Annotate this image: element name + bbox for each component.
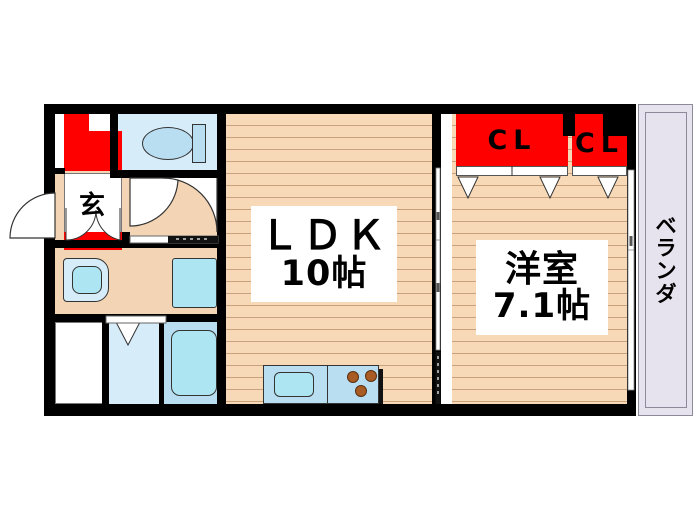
bedroom-label-size: 7.1帖 (492, 285, 592, 326)
wall-wc-left (110, 114, 118, 178)
closet-cl-right-ext (572, 131, 627, 166)
kitchen-sink (274, 372, 314, 397)
genkan-label: 玄 (72, 186, 112, 221)
stove-burner-3 (355, 385, 367, 397)
toilet-tank (192, 124, 206, 163)
kitchen-divider (327, 366, 328, 403)
bedroom-label-name: 洋室 (504, 248, 579, 290)
wall-top (44, 104, 636, 114)
veranda-label-char-2: ラ (655, 236, 677, 261)
wall-closet-right-top (603, 114, 627, 136)
wall-bottom (44, 404, 636, 416)
wall-wc-bottom (118, 170, 225, 178)
wash-basin-bowl (72, 266, 102, 294)
counter-shadow (379, 369, 383, 404)
ldk-label-size: 10帖 (280, 253, 368, 294)
wall-left (44, 104, 55, 416)
storage-closet (55, 322, 104, 404)
veranda-label: ベ ラ ン ダ (645, 185, 687, 335)
wall-storage-div (102, 322, 109, 404)
wall-genkan-top (55, 168, 65, 174)
stove-burner-2 (365, 370, 377, 382)
genkan-label-text: 玄 (78, 190, 105, 221)
closet-door-strip-right (572, 166, 627, 176)
washing-machine-pan (172, 258, 217, 308)
ldk-label-name: ＬＤＫ (259, 212, 389, 259)
ldk-label: ＬＤＫ 10帖 (251, 206, 397, 302)
wall-bath-div (159, 322, 164, 404)
wall-hall-mid (122, 232, 130, 248)
wall-closet-gap (563, 114, 575, 136)
toilet-bowl (142, 127, 194, 160)
stove-burner-1 (347, 371, 359, 383)
veranda-label-char-1: ベ (655, 213, 677, 238)
veranda-label-char-3: ン (655, 259, 677, 283)
wall-hall-washroom (55, 240, 225, 248)
veranda-inner (645, 112, 687, 408)
closet-cl-left-label: CL (487, 124, 537, 156)
bedroom-label: 洋室 7.1帖 (476, 240, 608, 335)
wall-ldk-west (217, 114, 226, 404)
closet-cl-left (456, 114, 568, 166)
bathtub (171, 330, 217, 396)
veranda-label-char-4: ダ (655, 281, 677, 306)
